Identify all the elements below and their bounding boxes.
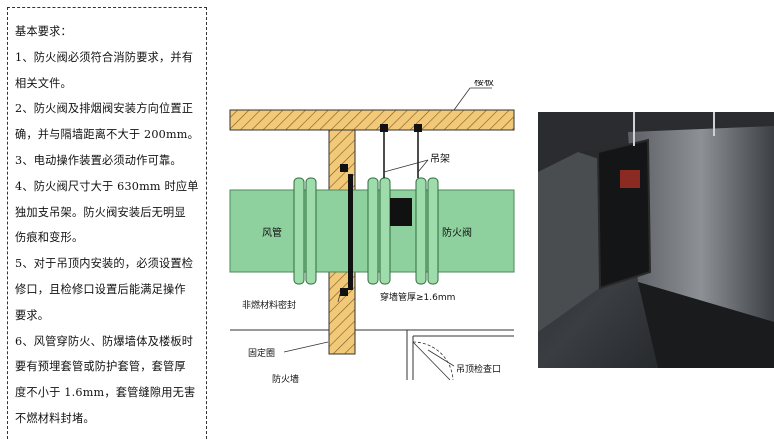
floor-slab-label: 楼板 bbox=[474, 80, 494, 88]
requirement-line: 要有预埋套管或防护套管，套管厚 bbox=[15, 360, 186, 374]
access-door-line bbox=[412, 341, 451, 381]
duct-label: 风管 bbox=[262, 226, 282, 239]
hanger-clamp bbox=[414, 124, 422, 132]
hanger-leader-line bbox=[383, 159, 429, 173]
damper-actuator bbox=[390, 198, 412, 226]
photo-wall bbox=[538, 152, 608, 332]
access-leader-line bbox=[427, 349, 455, 367]
fire-damper-label: 防火阀 bbox=[442, 226, 472, 239]
requirement-line: 确，并与隔墙距离不大于 200mm。 bbox=[15, 128, 199, 142]
fixing-ring-label: 固定圈 bbox=[248, 347, 275, 359]
hanger-leader-line bbox=[417, 159, 429, 173]
floor-slab bbox=[229, 109, 515, 131]
ceiling-access-label: 吊顶检查口 bbox=[456, 363, 501, 375]
photo-damper-frame bbox=[596, 138, 652, 290]
wall-sleeve bbox=[348, 174, 353, 290]
requirement-line: 不燃材料封堵。 bbox=[15, 411, 95, 425]
photo-duct bbox=[628, 126, 774, 322]
fire-damper-installation-diagram: 楼板 吊架 风管 防火阀 非燃材料密封 穿墙管厚≥1.6mm 固定圈 防火墙 吊… bbox=[229, 80, 515, 385]
access-door-arc bbox=[412, 341, 454, 381]
requirement-line: 度不小于 1.6mm，套管缝隙用无害 bbox=[15, 386, 196, 400]
sealing-label: 非燃材料密封 bbox=[242, 299, 296, 311]
duct-flange bbox=[367, 177, 379, 285]
fire-wall-label: 防火墙 bbox=[272, 373, 299, 385]
slab-leader-line bbox=[453, 87, 471, 111]
requirement-line: 要求。 bbox=[15, 308, 50, 322]
ceiling-line bbox=[230, 329, 514, 380]
duct-flange bbox=[427, 177, 439, 285]
photo-actuator bbox=[620, 170, 640, 188]
requirement-line: 5、对于吊顶内安装的，必须设置检 bbox=[15, 257, 194, 271]
hanger-label: 吊架 bbox=[430, 153, 450, 165]
requirement-line: 基本要求： bbox=[15, 25, 72, 38]
duct-flange bbox=[305, 177, 317, 285]
requirements-list: 基本要求： 1、防火阀必须符合消防要求，并有 相关文件。 2、防火阀及排烟阀安装… bbox=[15, 19, 206, 432]
requirement-line: 4、防火阀尺寸大于 630mm 时应单 bbox=[15, 179, 199, 193]
requirement-line: 独加支吊架。防火阀安装后无明显 bbox=[15, 205, 186, 219]
requirement-line: 伤痕和变形。 bbox=[15, 231, 84, 245]
installation-photo bbox=[538, 112, 774, 368]
requirement-line: 1、防火阀必须符合消防要求，并有 bbox=[15, 50, 194, 64]
requirement-line: 3、电动操作装置必须动作可靠。 bbox=[15, 153, 182, 167]
sealing-leader-line bbox=[337, 293, 341, 303]
photo-shadow bbox=[638, 282, 774, 368]
requirement-line: 修口，且检修口设置后能满足操作 bbox=[15, 282, 186, 296]
sealing-material bbox=[340, 164, 348, 172]
requirement-line: 2、防火阀及排烟阀安装方向位置正 bbox=[15, 102, 194, 116]
duct-flange bbox=[293, 177, 305, 285]
requirement-line: 相关文件。 bbox=[15, 76, 72, 90]
duct-flange bbox=[415, 177, 427, 285]
requirement-line: 6、风管穿防火、防爆墙体及楼板时 bbox=[15, 334, 194, 348]
duct-flange bbox=[379, 177, 391, 285]
requirements-box: 基本要求： 1、防火阀必须符合消防要求，并有 相关文件。 2、防火阀及排烟阀安装… bbox=[7, 7, 207, 439]
sealing-material bbox=[340, 288, 348, 296]
fixing-ring-leader-line bbox=[283, 341, 329, 353]
hanger-clamp bbox=[380, 124, 388, 132]
sleeve-thickness-label: 穿墙管厚≥1.6mm bbox=[380, 291, 455, 303]
